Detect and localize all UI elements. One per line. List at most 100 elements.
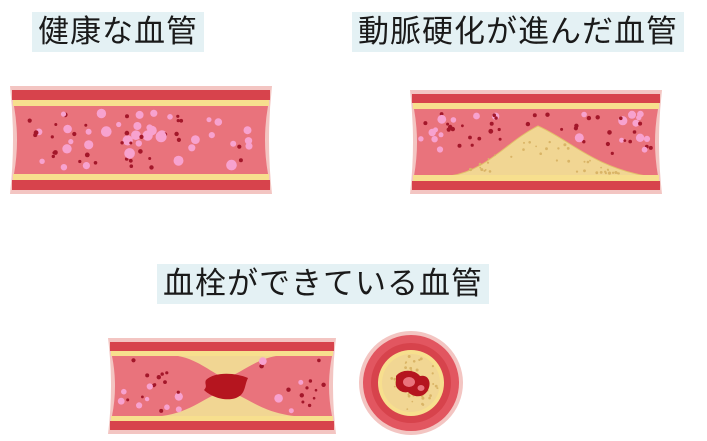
white-blood-cell — [575, 133, 584, 142]
plaque-grain — [487, 162, 489, 164]
label-thrombus-vessel: 血栓ができている血管 — [157, 264, 489, 304]
red-blood-cell — [494, 116, 497, 119]
plaque-grain — [480, 168, 483, 171]
plaque-grain — [584, 161, 586, 163]
white-blood-cell — [174, 156, 184, 166]
plaque-grain — [556, 159, 558, 161]
red-blood-cell — [157, 375, 161, 379]
red-blood-cell — [606, 142, 610, 146]
white-blood-cell — [136, 402, 142, 408]
red-blood-cell — [587, 116, 591, 120]
remaining-lumen — [403, 377, 415, 387]
fat-layer-top — [413, 103, 659, 109]
red-blood-cell — [54, 123, 57, 126]
red-blood-cell — [446, 123, 449, 126]
red-blood-cell — [321, 383, 325, 387]
white-blood-cell — [298, 380, 303, 385]
plaque-grain — [600, 171, 603, 174]
white-blood-cell — [83, 162, 90, 169]
plaque-grain — [612, 172, 614, 174]
plaque-grain — [535, 146, 537, 148]
red-blood-cell — [237, 145, 241, 149]
red-blood-cell — [471, 144, 474, 147]
vessel-wall-top — [12, 90, 270, 100]
red-blood-cell — [179, 119, 183, 123]
plaque-grain — [435, 385, 438, 388]
red-blood-cell — [619, 117, 623, 121]
red-blood-cell — [85, 153, 90, 158]
red-blood-cell — [423, 121, 427, 125]
plaque-grain — [432, 372, 434, 374]
white-blood-cell — [142, 130, 152, 140]
red-blood-cell — [125, 131, 130, 136]
plaque-grain — [595, 171, 598, 174]
red-blood-cell — [526, 122, 530, 126]
white-blood-cell — [188, 144, 195, 151]
plaque-grain — [557, 147, 559, 149]
red-blood-cell — [131, 358, 135, 362]
white-blood-cell — [136, 111, 144, 119]
red-blood-cell — [315, 389, 318, 392]
white-blood-cell — [473, 113, 480, 120]
red-blood-cell — [161, 372, 164, 375]
plaque-grain — [409, 367, 412, 370]
plaque-grain — [608, 172, 611, 175]
red-blood-cell — [94, 161, 98, 165]
red-blood-cell — [458, 144, 462, 148]
plaque-grain — [421, 397, 424, 400]
plaque-grain — [583, 169, 586, 172]
plaque-grain — [416, 369, 419, 372]
white-blood-cell — [167, 114, 173, 120]
plaque-grain — [394, 386, 396, 388]
white-blood-cell — [215, 118, 223, 126]
plaque-grain — [432, 365, 434, 367]
red-blood-cell — [499, 138, 502, 141]
red-blood-cell — [628, 140, 632, 144]
red-blood-cell — [53, 150, 58, 155]
white-blood-cell — [136, 140, 142, 146]
white-blood-cell — [274, 394, 283, 403]
vessel-wall-bottom — [12, 180, 270, 190]
red-blood-cell — [560, 128, 563, 131]
plaque-grain — [422, 404, 424, 406]
white-blood-cell — [39, 159, 44, 164]
red-blood-cell — [149, 165, 153, 169]
plaque-grain — [494, 154, 496, 156]
white-blood-cell — [244, 126, 252, 134]
white-blood-cell — [118, 398, 125, 405]
red-blood-cell — [84, 124, 87, 127]
red-blood-cell — [145, 373, 149, 377]
white-blood-cell — [207, 117, 212, 122]
plaque-grain — [523, 142, 525, 144]
red-blood-cell — [177, 119, 180, 122]
plaque-grain — [539, 152, 542, 155]
plaque-grain — [604, 171, 606, 173]
white-blood-cell — [97, 109, 106, 118]
plaque-grain — [406, 408, 408, 410]
plaque-grain — [413, 360, 416, 363]
red-blood-cell — [611, 152, 614, 155]
white-blood-cell — [86, 129, 92, 135]
plaque-grain — [432, 383, 434, 385]
red-blood-cell — [448, 125, 452, 129]
red-blood-cell — [126, 398, 129, 401]
red-blood-cell — [633, 130, 637, 134]
white-blood-cell — [209, 132, 215, 138]
red-blood-cell — [120, 141, 123, 144]
red-blood-cell — [498, 128, 501, 131]
plaque-grain — [489, 170, 492, 173]
healthy-vessel-illustration — [10, 86, 272, 194]
plaque-grain — [567, 160, 570, 163]
white-blood-cell — [418, 136, 423, 141]
red-blood-cell — [477, 137, 481, 141]
white-blood-cell — [437, 146, 443, 152]
plaque-grain — [428, 397, 431, 400]
white-blood-cell — [289, 408, 294, 413]
white-blood-cell — [636, 134, 644, 142]
white-blood-cell — [121, 389, 127, 395]
red-blood-cell — [468, 136, 472, 140]
red-blood-cell — [153, 383, 156, 386]
red-blood-cell — [52, 155, 55, 158]
white-blood-cell — [230, 141, 236, 147]
red-blood-cell — [638, 122, 642, 126]
